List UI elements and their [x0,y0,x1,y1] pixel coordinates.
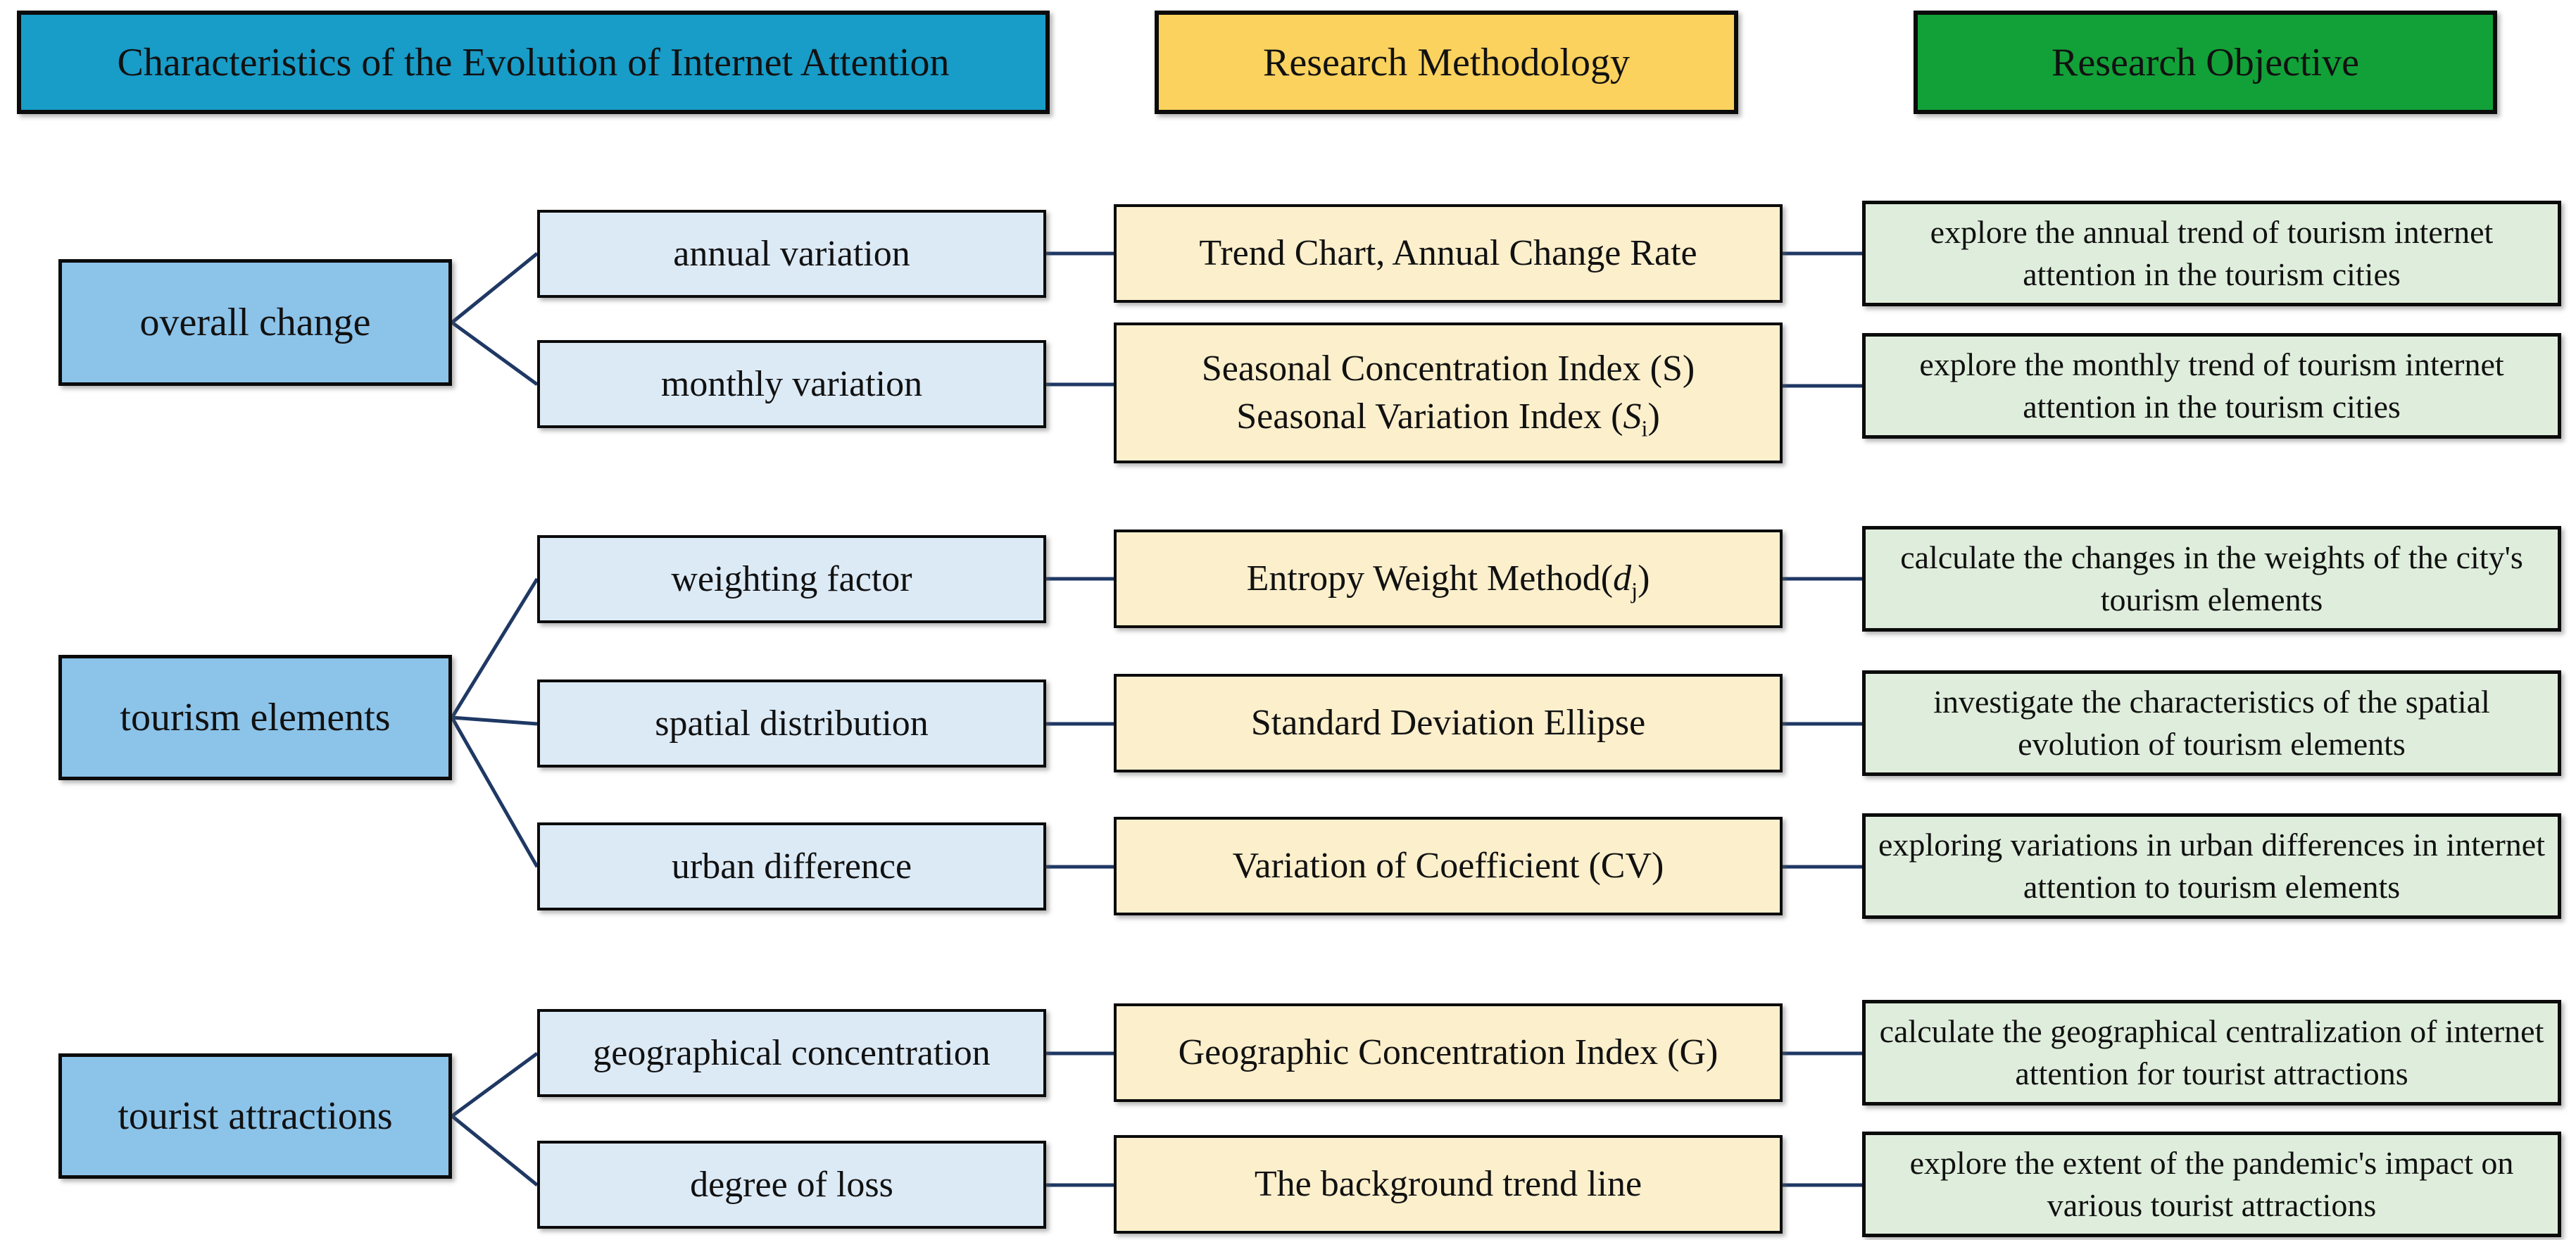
method-subscript: j [1631,577,1638,603]
connector-g3-r1 [451,1051,539,1118]
connector-g2-r2 [451,715,538,726]
objective-box-pandemic-impact: explore the extent of the pandemic's imp… [1862,1132,2561,1237]
group-box-tourism-elements: tourism elements [58,655,452,780]
method-box-variation-of-coefficient: Variation of Coefficient (CV) [1114,817,1783,915]
connector-g2-r3 [450,716,539,868]
method-text: Geographic Concentration Index (G) [1178,1032,1719,1073]
method-label: Standard Deviation Ellipse [1251,699,1645,747]
method-text: Standard Deviation Ellipse [1250,703,1646,744]
method-box-background-trend-line: The background trend line [1114,1135,1783,1234]
method-variable: S [1623,396,1642,437]
objective-box-geographical-centralization: calculate the geographical centralizatio… [1862,1000,2561,1106]
method-label: Trend Chart, Annual Change Rate [1199,230,1697,277]
method-label: Geographic Concentration Index (G) [1179,1029,1719,1077]
method-box-trend-chart: Trend Chart, Annual Change Rate [1114,204,1783,303]
method-text: Seasonal Variation Index ( [1236,396,1623,437]
objective-box-weights-changes: calculate the changes in the weights of … [1862,526,2561,632]
method-box-entropy-weight: Entropy Weight Method(dj) [1114,530,1783,628]
header-methodology: Research Methodology [1155,11,1738,114]
objective-box-annual-trend: explore the annual trend of tourism inte… [1862,201,2561,306]
method-text: Entropy Weight Method( [1246,558,1614,599]
branch-box-urban-difference: urban difference [537,822,1046,910]
method-text: The background trend line [1254,1164,1642,1205]
method-label: Seasonal Concentration Index (S) [1201,349,1695,389]
method-box-seasonal-index: Seasonal Concentration Index (S) Seasona… [1114,322,1783,463]
branch-box-degree-of-loss: degree of loss [537,1141,1046,1229]
method-text: Variation of Coefficient (CV) [1232,846,1664,887]
group-box-overall-change: overall change [58,259,452,386]
method-subscript: i [1641,415,1648,441]
objective-box-monthly-trend: explore the monthly trend of tourism int… [1862,333,2561,439]
objective-box-spatial-evolution: investigate the characteristics of the s… [1862,670,2561,776]
method-text: Trend Chart, Annual Change Rate [1199,233,1697,274]
method-text: ) [1638,558,1650,599]
method-label: Seasonal Variation Index (Si) [1236,393,1660,441]
connector-g3-r2 [451,1115,539,1186]
method-box-standard-deviation-ellipse: Standard Deviation Ellipse [1114,674,1783,772]
method-box-geographic-concentration-index: Geographic Concentration Index (G) [1114,1003,1783,1102]
branch-box-weighting-factor: weighting factor [537,535,1046,623]
method-text: ) [1647,396,1660,437]
connector-g2-r1 [450,577,539,719]
connector-g1-r1 [451,252,539,324]
branch-box-monthly-variation: monthly variation [537,340,1046,428]
header-objective: Research Objective [1914,11,2497,114]
method-label: Variation of Coefficient (CV) [1233,842,1664,890]
method-label: Entropy Weight Method(dj) [1247,555,1650,603]
group-box-tourist-attractions: tourist attractions [58,1053,452,1179]
branch-box-annual-variation: annual variation [537,210,1046,298]
branch-box-geographical-concentration: geographical concentration [537,1009,1046,1097]
method-label: The background trend line [1255,1160,1642,1208]
method-variable: d [1613,558,1632,599]
header-characteristics: Characteristics of the Evolution of Inte… [17,11,1050,114]
objective-box-urban-differences: exploring variations in urban difference… [1862,813,2561,919]
branch-box-spatial-distribution: spatial distribution [537,680,1046,768]
connector-g1-r2 [451,320,539,387]
